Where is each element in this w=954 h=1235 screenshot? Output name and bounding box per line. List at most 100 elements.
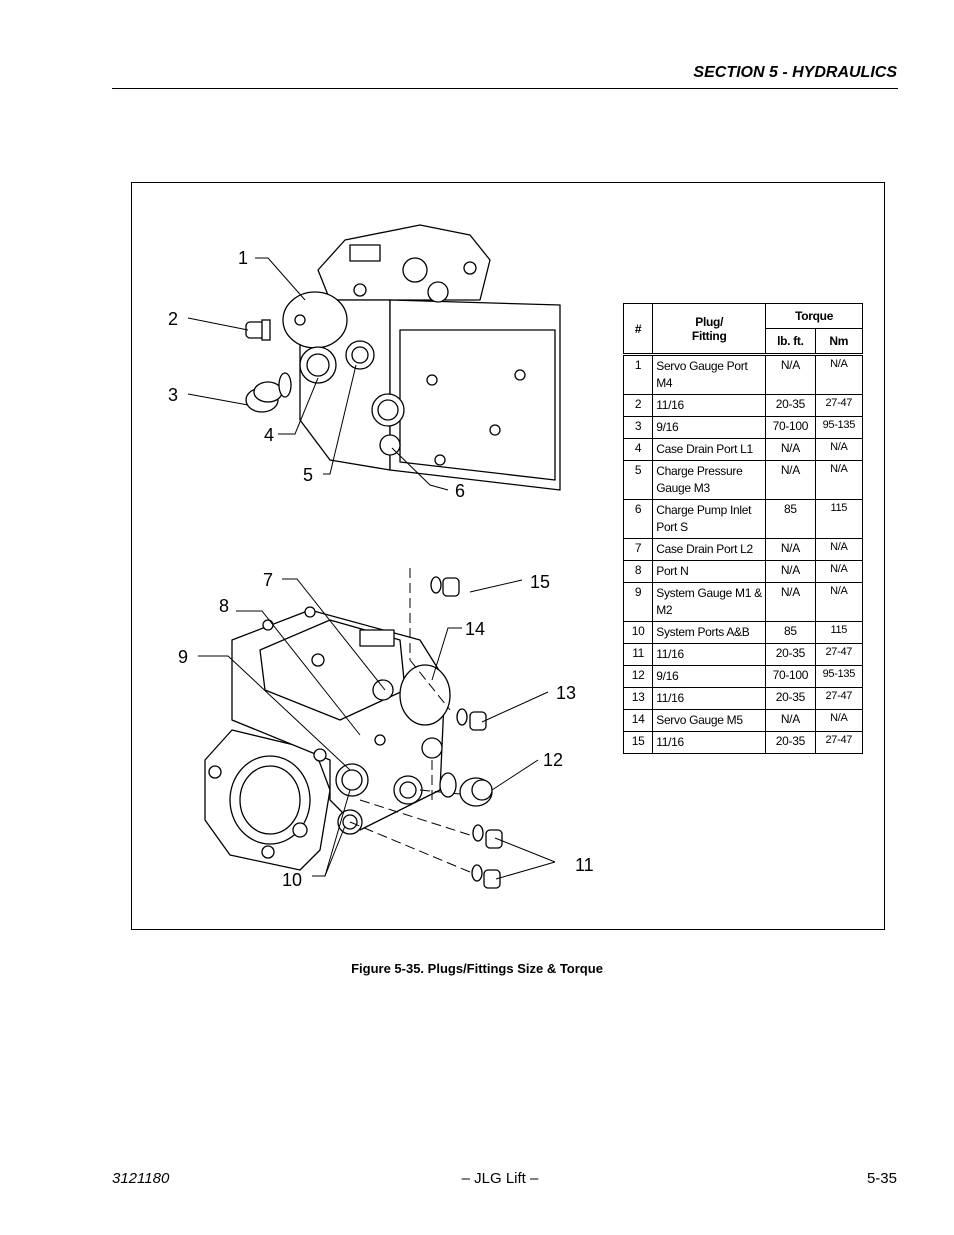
cell-item: System Gauge M1 & M2 bbox=[652, 582, 767, 622]
cell-item: Servo Gauge Port M4 bbox=[652, 353, 767, 395]
col-nm-header: Nm bbox=[814, 328, 864, 355]
footer-publisher: – JLG Lift – bbox=[461, 1170, 539, 1187]
cell-item: 11/16 bbox=[652, 731, 767, 754]
col-plug-header: Plug/ Fitting bbox=[652, 303, 767, 355]
footer-page-number: 5-35 bbox=[866, 1170, 897, 1187]
callout-11: 11 bbox=[575, 855, 594, 875]
cell-nm: 115 bbox=[814, 499, 864, 539]
cell-item: Charge Pump Inlet Port S bbox=[652, 499, 767, 539]
callout-7: 7 bbox=[263, 570, 273, 590]
cell-num: 9 bbox=[622, 582, 654, 622]
cell-item: Charge Pressure Gauge M3 bbox=[652, 460, 767, 500]
callout-8: 8 bbox=[219, 596, 229, 616]
top-callout-labels: 1 2 3 4 5 6 bbox=[168, 248, 465, 501]
figure-frame bbox=[131, 182, 885, 930]
explode-dash-lines bbox=[349, 568, 471, 873]
col-torque-header: Torque bbox=[765, 303, 863, 329]
cell-nm: N/A bbox=[814, 438, 864, 461]
cell-num: 12 bbox=[622, 665, 654, 688]
plug-header-line2: Fitting bbox=[691, 328, 727, 343]
cell-lbft: N/A bbox=[765, 353, 816, 395]
cell-lbft: 20-35 bbox=[765, 643, 816, 666]
cell-lbft: N/A bbox=[765, 709, 816, 732]
cell-nm: N/A bbox=[814, 709, 864, 732]
top-leader-lines bbox=[187, 257, 449, 491]
cell-nm: 27-47 bbox=[814, 687, 864, 710]
cell-num: 13 bbox=[622, 687, 654, 710]
cell-lbft: 70-100 bbox=[765, 665, 816, 688]
cell-item: System Ports A&B bbox=[652, 621, 767, 644]
callout-2: 2 bbox=[168, 309, 178, 329]
cell-nm: 27-47 bbox=[814, 643, 864, 666]
cell-item: Case Drain Port L2 bbox=[652, 538, 767, 561]
bottom-pump-parts bbox=[430, 576, 503, 889]
cell-nm: N/A bbox=[814, 460, 864, 500]
cell-lbft: N/A bbox=[765, 582, 816, 622]
cell-nm: 115 bbox=[814, 621, 864, 644]
cell-item: 11/16 bbox=[652, 394, 767, 417]
cell-item: Servo Gauge M5 bbox=[652, 709, 767, 732]
callout-13: 13 bbox=[556, 683, 576, 703]
cell-item: 9/16 bbox=[652, 665, 767, 688]
cell-lbft: N/A bbox=[765, 460, 816, 500]
callout-3: 3 bbox=[168, 385, 178, 405]
cell-item: 11/16 bbox=[652, 687, 767, 710]
cell-num: 8 bbox=[622, 560, 654, 583]
cell-lbft: N/A bbox=[765, 438, 816, 461]
col-num-header: # bbox=[622, 303, 654, 355]
cell-num: 7 bbox=[622, 538, 654, 561]
callout-1: 1 bbox=[238, 248, 248, 268]
cell-item: 11/16 bbox=[652, 643, 767, 666]
figure-caption: Figure 5-35. Plugs/Fittings Size & Torqu… bbox=[351, 961, 603, 976]
callout-10: 10 bbox=[282, 870, 302, 890]
cell-lbft: 70-100 bbox=[765, 416, 816, 439]
callout-14: 14 bbox=[465, 619, 485, 639]
cell-nm: 95-135 bbox=[814, 665, 864, 688]
top-pump-parts bbox=[245, 319, 292, 413]
cell-lbft: N/A bbox=[765, 538, 816, 561]
callout-6: 6 bbox=[455, 481, 465, 501]
cell-num: 6 bbox=[622, 499, 654, 539]
footer-doc-number: 3121180 bbox=[112, 1170, 170, 1187]
callout-12: 12 bbox=[543, 750, 563, 770]
cell-num: 5 bbox=[622, 460, 654, 500]
cell-lbft: 20-35 bbox=[765, 687, 816, 710]
callout-15: 15 bbox=[530, 572, 550, 592]
cell-lbft: 20-35 bbox=[765, 394, 816, 417]
cell-item: 9/16 bbox=[652, 416, 767, 439]
cell-lbft: 85 bbox=[765, 499, 816, 539]
col-lbft-header: lb. ft. bbox=[765, 328, 816, 355]
cell-nm: 27-47 bbox=[814, 731, 864, 754]
bottom-leader-lines bbox=[198, 578, 556, 880]
cell-num: 14 bbox=[622, 709, 654, 732]
top-pump-illustration bbox=[282, 224, 561, 491]
callout-9: 9 bbox=[178, 647, 188, 667]
cell-num: 3 bbox=[622, 416, 654, 439]
callout-4: 4 bbox=[264, 425, 274, 445]
cell-nm: N/A bbox=[814, 353, 864, 395]
cell-item: Case Drain Port L1 bbox=[652, 438, 767, 461]
cell-lbft: 20-35 bbox=[765, 731, 816, 754]
cell-lbft: N/A bbox=[765, 560, 816, 583]
cell-nm: 27-47 bbox=[814, 394, 864, 417]
plug-header-line1: Plug/ bbox=[695, 314, 724, 329]
cell-num: 2 bbox=[622, 394, 654, 417]
cell-lbft: 85 bbox=[765, 621, 816, 644]
bottom-pump-illustration bbox=[204, 606, 451, 871]
bottom-callout-labels: 7 8 9 10 11 12 13 14 15 bbox=[178, 570, 594, 890]
cell-num: 15 bbox=[622, 731, 654, 754]
